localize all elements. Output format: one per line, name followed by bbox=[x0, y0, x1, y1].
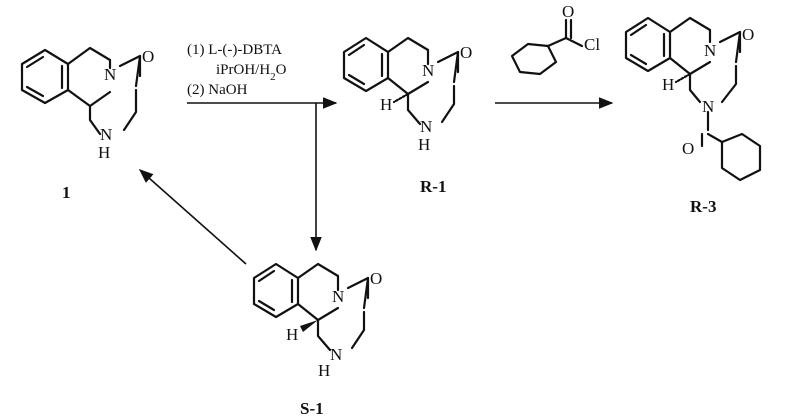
amide-o-atom-label: O bbox=[682, 139, 694, 158]
o-atom-label: O bbox=[142, 47, 154, 66]
n-atom-label: N bbox=[704, 41, 716, 60]
nh-n-atom-label: N bbox=[100, 125, 112, 144]
chlorine-atom-label: Cl bbox=[584, 35, 600, 54]
condition-step-2: (2) NaOH bbox=[187, 82, 248, 98]
piperazinone-ring bbox=[88, 54, 142, 136]
acyl-chloride-reagent: O Cl bbox=[510, 2, 600, 76]
compound-r3-label: R-3 bbox=[690, 197, 716, 216]
compound-r1-label: R-1 bbox=[420, 177, 446, 196]
nh-n-atom-label: N bbox=[330, 345, 342, 364]
compound-r1-structure: N O H N H R-1 bbox=[342, 36, 472, 196]
compound-1-structure: N O N H 1 bbox=[20, 46, 154, 202]
stereo-h-label: H bbox=[380, 95, 392, 114]
n-atom-label: N bbox=[332, 287, 344, 306]
o-atom-label: O bbox=[742, 25, 754, 44]
compound-1-label: 1 bbox=[62, 183, 71, 202]
stereo-h-label: H bbox=[286, 325, 298, 344]
condition-solvent: iPrOH/H2O bbox=[216, 62, 287, 83]
resolution-conditions: (1) L-(-)-DBTA iPrOH/H2O (2) NaOH bbox=[187, 42, 287, 98]
condition-step-1: (1) L-(-)-DBTA bbox=[187, 42, 282, 58]
racemization-arrow bbox=[138, 169, 247, 265]
nh-h-atom-label: H bbox=[418, 135, 430, 154]
stereo-h-label: H bbox=[662, 75, 674, 94]
nh-h-atom-label: H bbox=[98, 143, 110, 162]
compound-s1-structure: N O H N H S-1 bbox=[252, 262, 382, 418]
compound-r3-structure: N O H N O R-3 bbox=[624, 16, 762, 216]
reagent-o-atom-label: O bbox=[562, 2, 574, 21]
n-atom-label: N bbox=[422, 61, 434, 80]
o-atom-label: O bbox=[370, 269, 382, 288]
benzene-ring bbox=[20, 48, 70, 105]
o-atom-label: O bbox=[460, 43, 472, 62]
amide-n-atom-label: N bbox=[702, 97, 714, 116]
n-atom-label: N bbox=[104, 65, 116, 84]
nh-n-atom-label: N bbox=[420, 117, 432, 136]
wedge-bond bbox=[300, 320, 318, 332]
compound-s1-label: S-1 bbox=[300, 399, 324, 418]
nh-h-atom-label: H bbox=[318, 361, 330, 380]
